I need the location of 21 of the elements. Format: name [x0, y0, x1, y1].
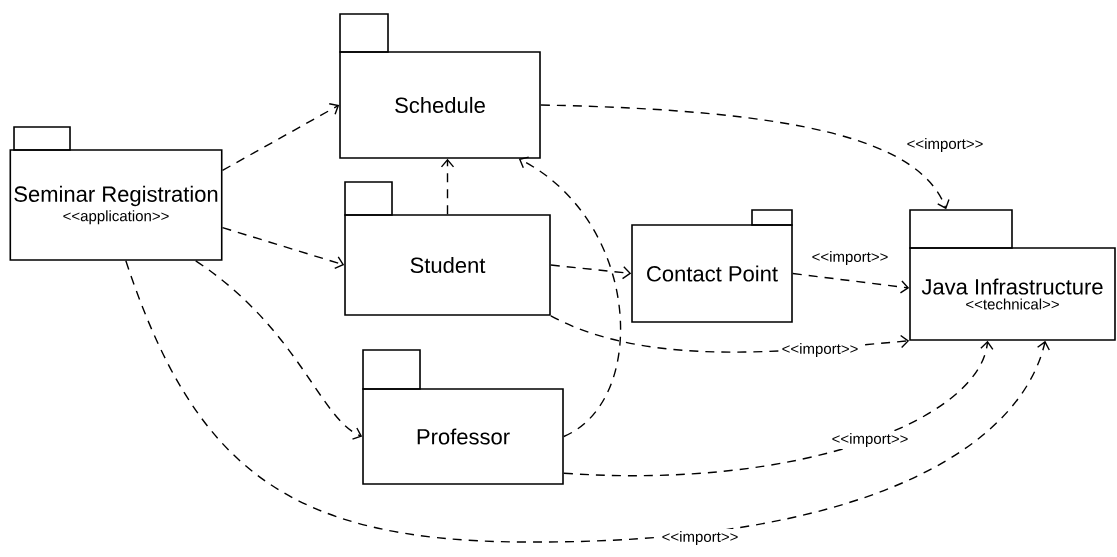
dependency-arrow	[540, 104, 950, 210]
edge-label: <<import>>	[829, 431, 911, 449]
package-box: Professor	[362, 349, 564, 485]
dependency-arrow	[563, 340, 994, 477]
package-box: Seminar Registration <<application>>	[9, 126, 223, 261]
edge-label: <<import>>	[904, 136, 986, 154]
dependency-arrow	[440, 158, 455, 215]
package-box: Java Infrastructure <<technical>>	[909, 209, 1116, 341]
package-box: Schedule	[339, 13, 541, 159]
dependency-arrow	[195, 260, 363, 440]
dependency-arrow	[792, 272, 910, 294]
dependency-arrow	[221, 226, 345, 270]
edge-label: <<import>>	[809, 249, 891, 267]
dependency-arrow	[550, 264, 632, 280]
package-box: Student	[344, 181, 551, 316]
dependency-arrow	[221, 103, 340, 172]
edge-label: <<import>>	[779, 341, 861, 359]
dependency-arrow	[125, 260, 1050, 543]
edge-label: <<import>>	[659, 529, 741, 547]
package-box: Contact Point	[631, 209, 793, 323]
dependency-arrow	[518, 156, 622, 438]
